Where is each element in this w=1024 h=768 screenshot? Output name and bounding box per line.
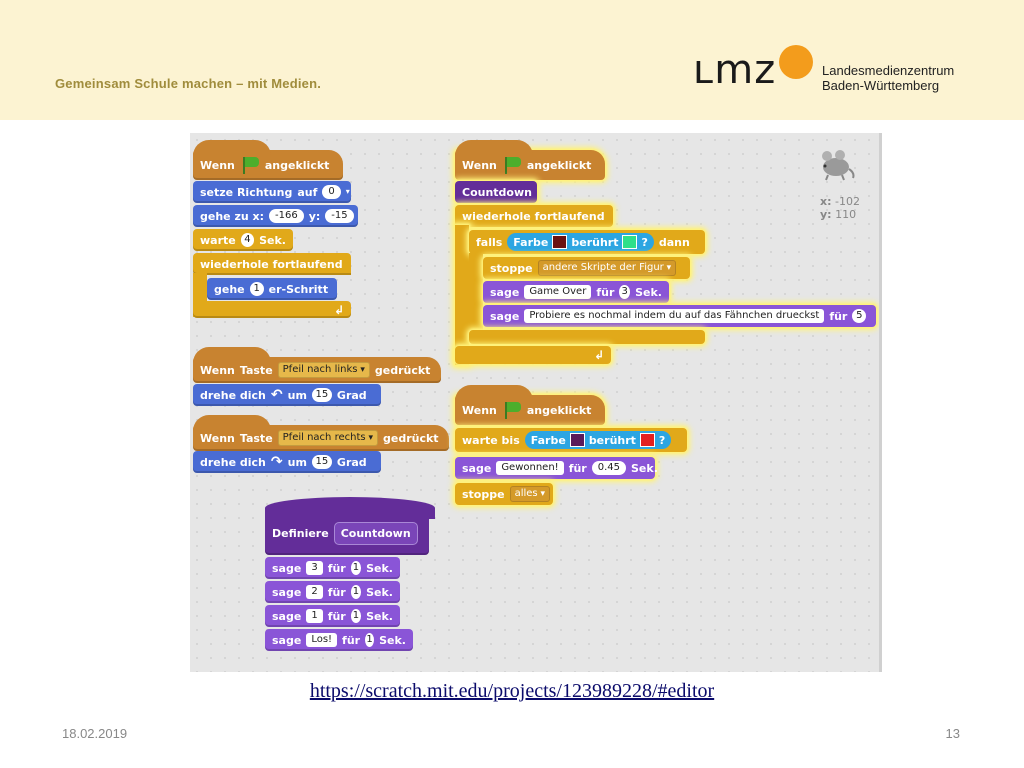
- lmz-logo-dot-icon: [779, 45, 813, 79]
- lmz-logo-wordmark: ʟmz: [693, 47, 777, 93]
- sprite-y-value: 110: [835, 208, 857, 221]
- turn-left-degrees[interactable]: 15: [311, 388, 332, 402]
- touching-color-condition[interactable]: Farbe berührt ?: [507, 233, 654, 251]
- logo-line-1: Landesmedienzentrum: [822, 63, 955, 78]
- mouse-sprite-icon: [822, 150, 855, 181]
- x-input[interactable]: -166: [269, 209, 304, 223]
- touching-color-condition-2[interactable]: Farbe berührt ?: [524, 431, 672, 449]
- color-swatch-4[interactable]: [639, 433, 655, 447]
- green-flag-icon: [502, 401, 522, 419]
- custom-block-name[interactable]: Countdown: [333, 521, 418, 545]
- footer-page-number: 13: [945, 726, 960, 741]
- lmz-logo-text: Landesmedienzentrum Baden-Württemberg: [822, 63, 954, 93]
- loop-arrow-icon: ↲: [593, 348, 604, 362]
- forever-loop-block[interactable]: wiederhole fortlaufend: [193, 253, 351, 275]
- scratch-project-link[interactable]: https://scratch.mit.edu/projects/1239892…: [309, 680, 715, 702]
- say-text-input-2[interactable]: Probiere es nochmal indem du auf das Fäh…: [524, 309, 825, 323]
- color-swatch-3[interactable]: [569, 433, 585, 447]
- stop-option-select[interactable]: andere Skripte der Figur: [537, 260, 677, 276]
- define-countdown-hat[interactable]: Definiere Countdown: [265, 497, 435, 555]
- forever-loop-end: ↲: [193, 301, 351, 318]
- turn-right-degrees[interactable]: 15: [311, 455, 332, 469]
- loop-arrow-icon: ↲: [333, 302, 344, 317]
- forever-loop-block-2[interactable]: wiederhole fortlaufend: [455, 205, 613, 227]
- slide-tagline: Gemeinsam Schule machen – mit Medien.: [55, 76, 322, 91]
- y-input[interactable]: -15: [325, 209, 354, 223]
- direction-input[interactable]: 0: [322, 185, 341, 199]
- slide-header: Gemeinsam Schule machen – mit Medien. ʟm…: [0, 0, 1024, 120]
- countdown-call-block[interactable]: Countdown: [455, 181, 537, 203]
- sprite-coordinates: x: -102 y: 110: [820, 195, 860, 221]
- steps-input[interactable]: 1: [249, 282, 264, 296]
- footer-date: 18.02.2019: [62, 726, 128, 741]
- color-swatch-2[interactable]: [622, 235, 638, 249]
- green-flag-icon: [240, 156, 260, 174]
- wait-input[interactable]: 4: [240, 233, 255, 247]
- key-select-right[interactable]: Pfeil nach rechts: [277, 430, 378, 446]
- wait-until-block[interactable]: warte bis Farbe berührt ?: [455, 428, 687, 452]
- color-swatch-1[interactable]: [552, 235, 568, 249]
- logo-line-2: Baden-Württemberg: [822, 78, 940, 93]
- rotate-right-icon: ↷: [270, 454, 283, 470]
- forever-loop-end-2: ↲: [455, 346, 611, 364]
- if-then-end: [469, 330, 705, 344]
- green-flag-icon: [502, 156, 522, 174]
- key-select-left[interactable]: Pfeil nach links: [277, 362, 370, 378]
- sprite-x-value: -102: [835, 195, 860, 208]
- if-then-block[interactable]: falls Farbe berührt ? dann: [469, 230, 705, 254]
- rotate-left-icon: ↶: [270, 387, 283, 403]
- say-text-input[interactable]: Game Over: [524, 285, 592, 299]
- say-text-input-3[interactable]: Gewonnen!: [496, 461, 564, 475]
- stop-all-select[interactable]: alles: [509, 486, 551, 502]
